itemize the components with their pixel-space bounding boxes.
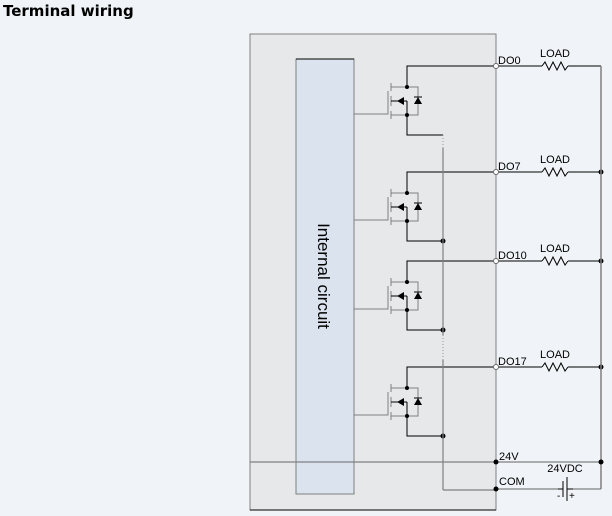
terminal-label: DO17 (498, 356, 527, 368)
supply-label: 24VDC (547, 463, 583, 475)
page-title: Terminal wiring (3, 2, 134, 20)
source-wire (406, 221, 443, 242)
right-bus-24v-node (598, 459, 604, 465)
terminal-node (493, 63, 499, 69)
load-label: LOAD (540, 349, 570, 361)
source-wire (406, 416, 443, 437)
diode-icon (414, 97, 422, 104)
gate-wire (354, 91, 389, 115)
terminal-24v-node (493, 459, 499, 465)
load-label: LOAD (540, 48, 570, 60)
terminal-label: DO0 (498, 55, 521, 67)
drain-wire (406, 366, 496, 387)
load-resistor-icon (541, 166, 569, 178)
terminal-24v-label: 24V (499, 451, 519, 463)
diode-icon (414, 292, 422, 299)
terminal-node (493, 364, 499, 370)
drain-node (405, 191, 409, 195)
load-label: LOAD (540, 243, 570, 255)
drain-node (405, 85, 409, 89)
load-label: LOAD (540, 154, 570, 166)
gate-wire (354, 392, 389, 416)
terminal-node (493, 169, 499, 175)
diode-icon (414, 203, 422, 210)
internal-circuit-label: Internal circuit (314, 223, 333, 329)
terminal-com-label: COM (499, 476, 525, 488)
gate-wire (354, 286, 389, 310)
source-wire (406, 115, 443, 136)
diode-icon (414, 398, 422, 405)
terminal-node (493, 258, 499, 264)
drain-node (405, 386, 409, 390)
terminal-com-node (493, 486, 499, 492)
drain-wire (406, 171, 496, 192)
module-box (249, 33, 497, 511)
mosfet-arrow-icon (397, 203, 404, 211)
mosfet-arrow-icon (397, 398, 404, 406)
battery-icon (558, 477, 573, 501)
source-wire (406, 310, 443, 331)
supply-minus-label: - (557, 491, 560, 502)
gate-wire (354, 197, 389, 221)
terminal-label: DO10 (498, 250, 527, 262)
internal-circuit-block (295, 58, 355, 495)
mosfet-arrow-icon (397, 292, 404, 300)
supply-plus-label: + (569, 491, 575, 502)
drain-node (405, 280, 409, 284)
load-resistor-icon (541, 255, 569, 267)
terminal-label: DO7 (498, 161, 521, 173)
mosfet-arrow-icon (397, 97, 404, 105)
drain-wire (406, 260, 496, 281)
load-resistor-icon (541, 361, 569, 373)
load-resistor-icon (541, 60, 569, 72)
drain-wire (406, 65, 496, 86)
